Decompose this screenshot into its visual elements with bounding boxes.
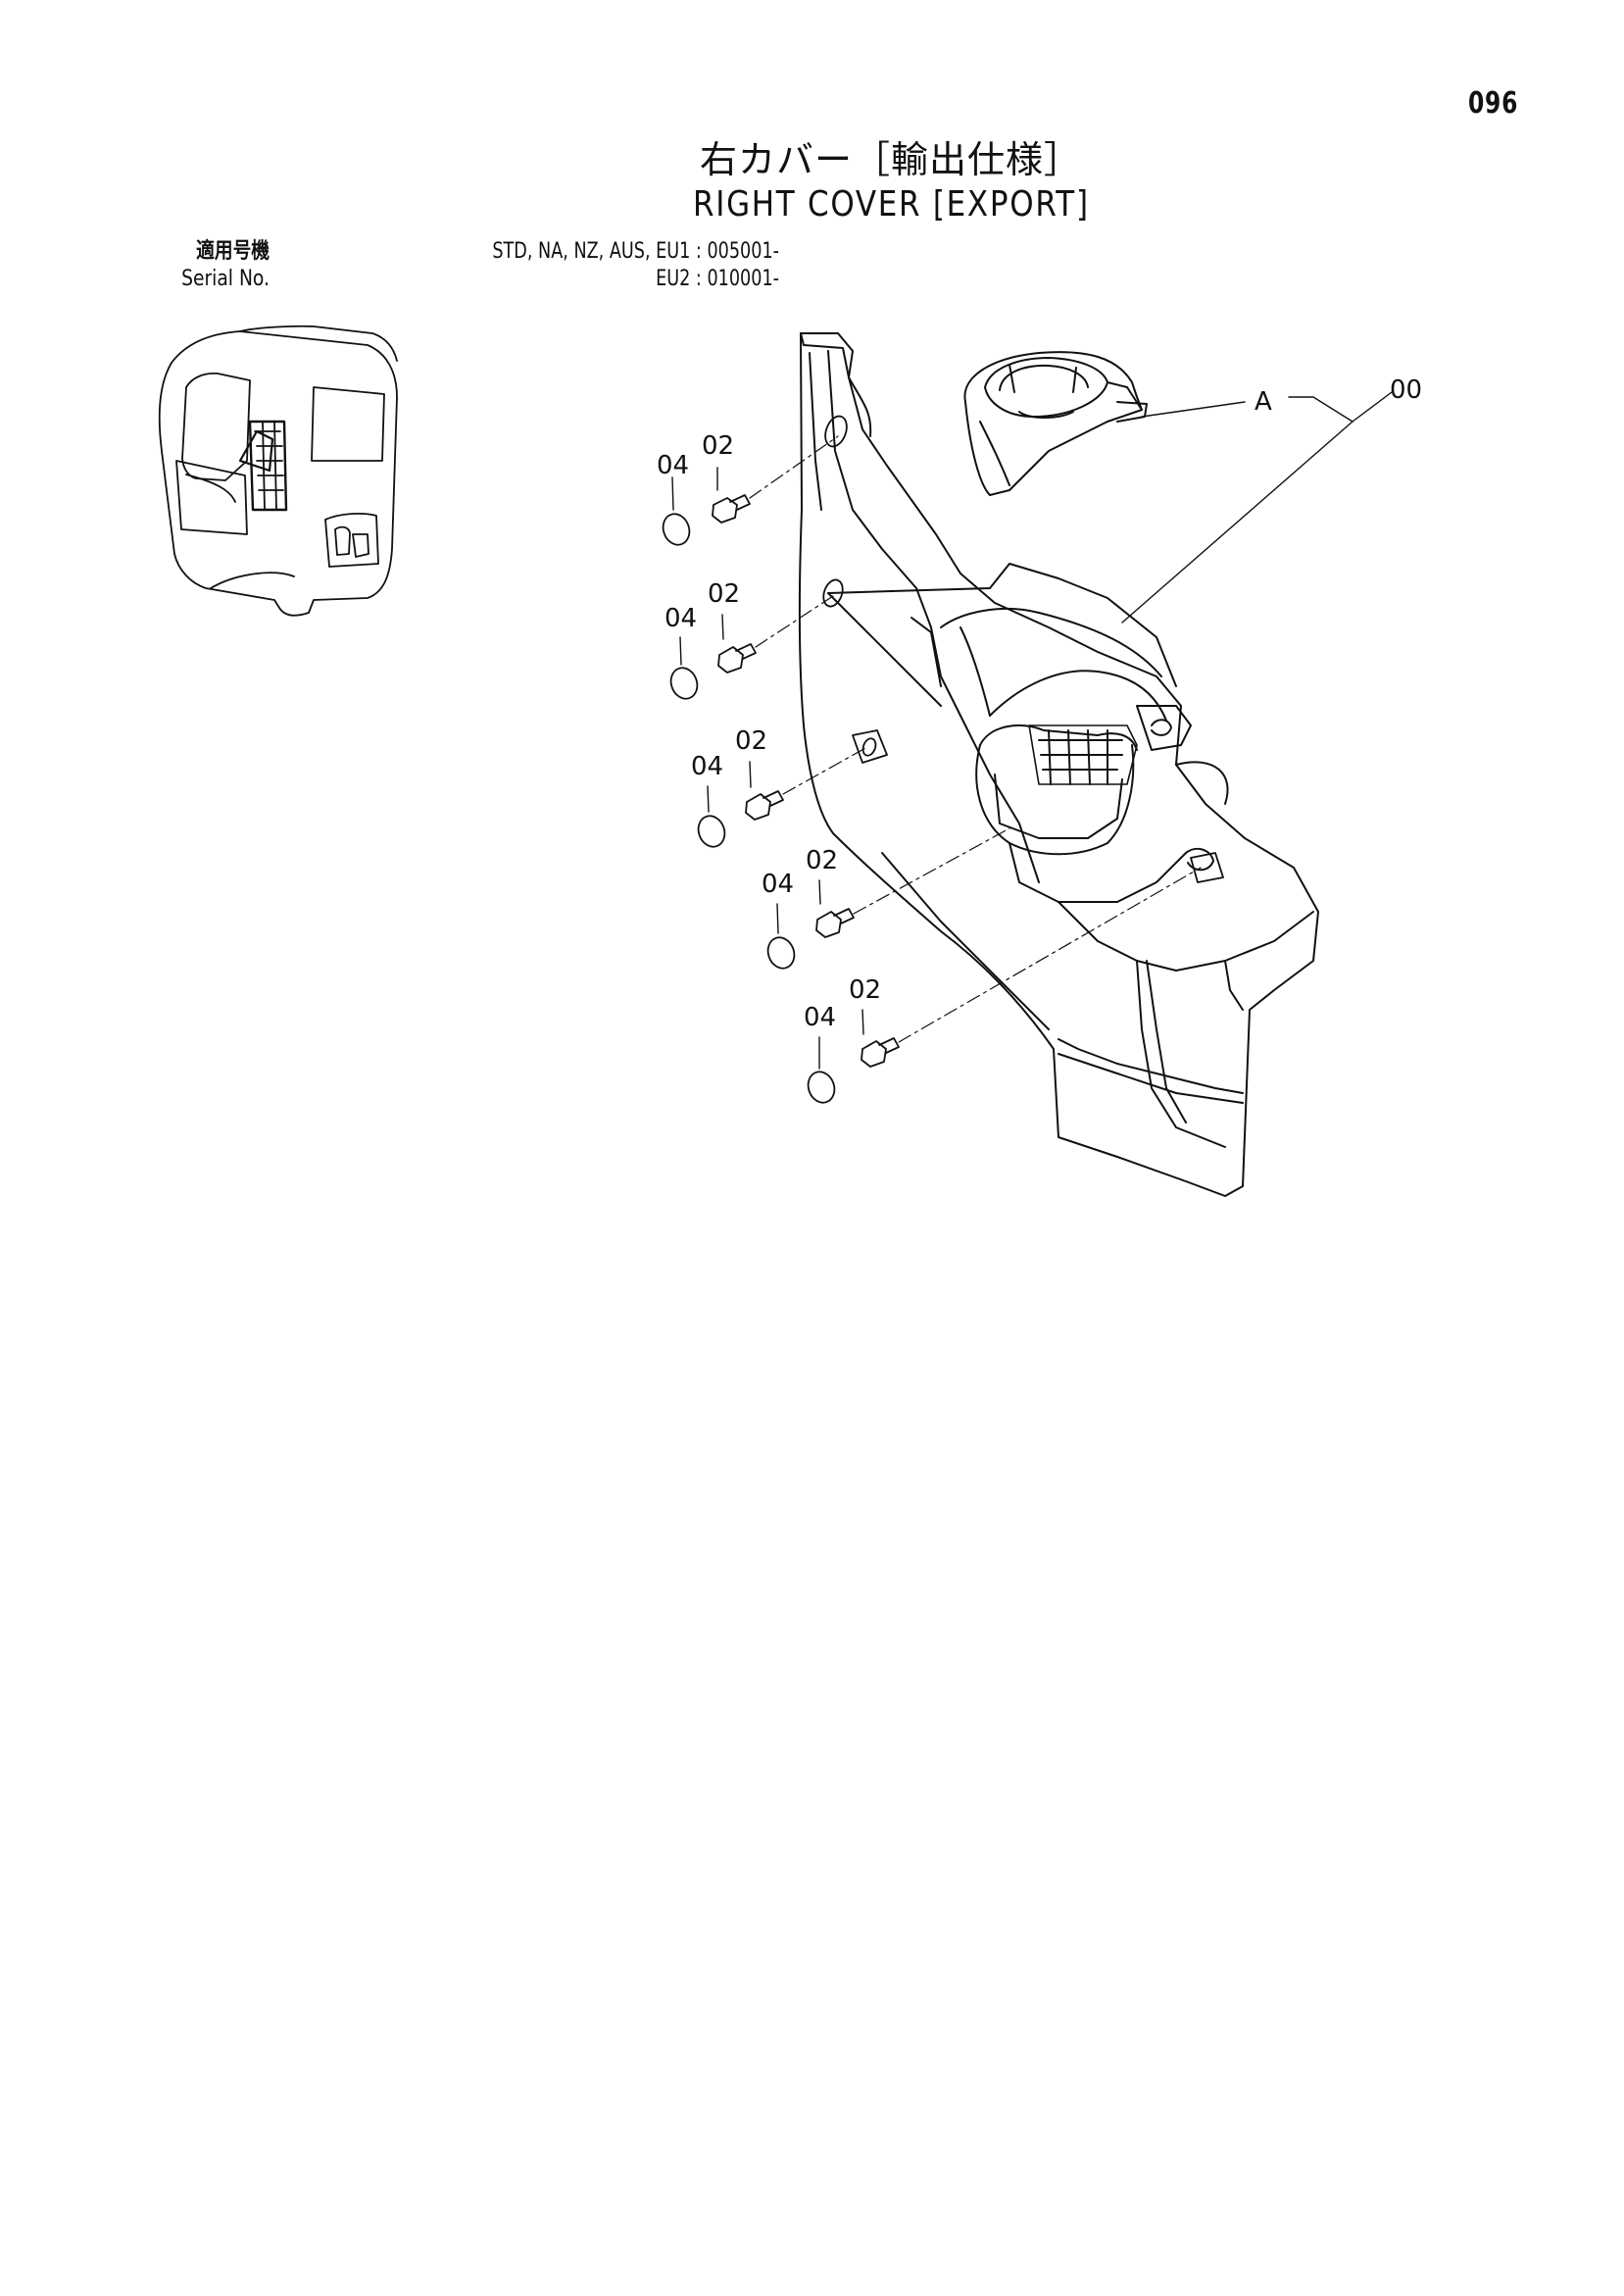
callout-labels: 02 04 02 04 02 04 02 04 02 04 A 00 bbox=[657, 375, 1422, 1032]
leader-lines bbox=[671, 391, 1393, 1070]
callout-04-3: 04 bbox=[691, 752, 723, 781]
callout-02-4: 02 bbox=[806, 846, 838, 875]
screw-2 bbox=[717, 643, 757, 674]
callout-02-5: 02 bbox=[849, 975, 881, 1005]
screw-3 bbox=[745, 790, 784, 821]
callout-02-3: 02 bbox=[735, 726, 767, 756]
screw-4 bbox=[815, 908, 855, 938]
callout-02-2: 02 bbox=[708, 579, 740, 609]
callout-04-4: 04 bbox=[762, 870, 794, 899]
callout-04-2: 04 bbox=[664, 604, 697, 633]
callout-04-5: 04 bbox=[804, 1003, 836, 1032]
title-japanese: 右カバー［輸出仕様］ bbox=[700, 138, 1083, 181]
title-english: RIGHT COVER [EXPORT] bbox=[693, 184, 1090, 225]
serial-label-english: Serial No. bbox=[181, 267, 270, 291]
axis-lines bbox=[749, 435, 1202, 1043]
callout-a: A bbox=[1255, 387, 1272, 417]
cup-holder-insert bbox=[963, 351, 1148, 496]
serial-label-japanese: 適用号機 bbox=[196, 239, 270, 264]
panel-mounting-holes bbox=[822, 415, 1224, 883]
screw-5 bbox=[861, 1037, 900, 1068]
screws-02 bbox=[712, 494, 900, 1068]
right-cover-panel bbox=[798, 332, 1319, 1197]
caps-04 bbox=[662, 513, 836, 1104]
callout-00: 00 bbox=[1390, 375, 1422, 405]
serial-range-1: STD, NA, NZ, AUS, EU1 : 005001- bbox=[492, 239, 779, 264]
serial-range-2: EU2 : 010001- bbox=[656, 267, 779, 291]
cab-locator-thumbnail bbox=[158, 324, 398, 617]
screw-1 bbox=[712, 494, 751, 524]
callout-02-1: 02 bbox=[702, 431, 734, 461]
page-number: 096 bbox=[1468, 86, 1519, 121]
callout-04-1: 04 bbox=[657, 451, 689, 480]
